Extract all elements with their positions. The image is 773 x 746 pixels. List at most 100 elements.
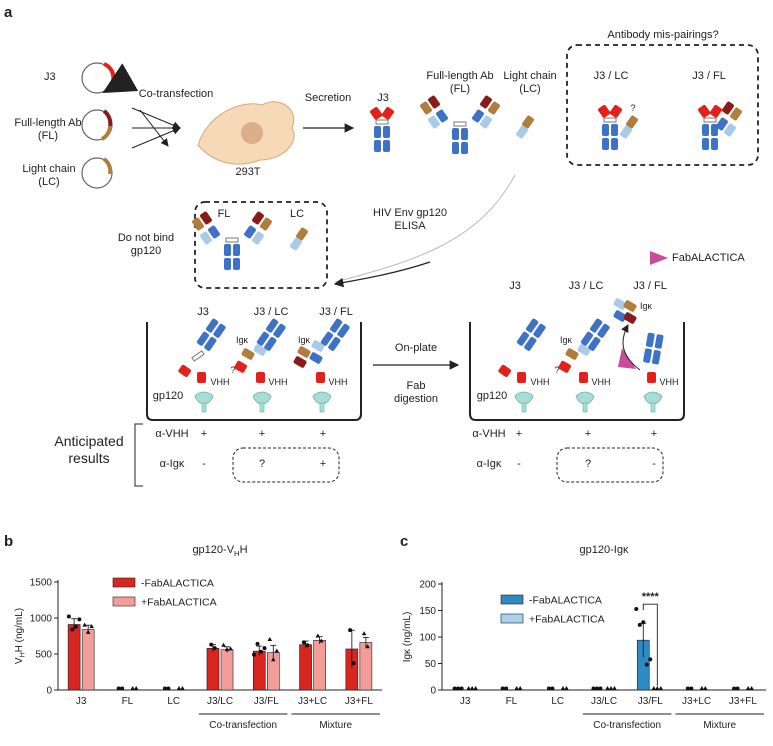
legend-label: +FabALACTICA [141, 597, 217, 609]
group-label: Co-transfection [209, 720, 277, 731]
data-point [658, 686, 664, 690]
data-point [605, 686, 610, 690]
light-chain-icon [515, 114, 535, 140]
y-axis-label: VHH (ng/mL) [14, 608, 27, 664]
plate1-j3fl-icon [293, 318, 350, 413]
data-point [224, 647, 230, 652]
plasmid-lc-label: Light chain (LC) [22, 163, 76, 188]
plate1-vhh-2: VHH [268, 377, 288, 387]
data-point [655, 686, 660, 690]
panel-letter-a: a [4, 4, 13, 21]
fab-protease-icon [650, 251, 668, 265]
mispair-j3lc-icon [598, 105, 638, 150]
plate2-q: ? [554, 365, 560, 375]
y-tick-label: 1000 [30, 614, 53, 625]
legend-swatch [500, 613, 524, 624]
data-point [166, 686, 171, 691]
data-point [641, 620, 646, 625]
data-point [456, 686, 461, 691]
right-vhh-j3fl: + [650, 428, 658, 440]
data-point [598, 686, 603, 691]
do-not-bind-label: Do not bind gp120 [117, 232, 175, 257]
right-row-vhh: α-VHH [472, 428, 506, 440]
data-point [732, 686, 737, 691]
plate2-igk-1: Igκ [559, 335, 572, 345]
data-point [73, 624, 78, 629]
data-point [685, 686, 690, 691]
elisa-label: HIV Env gp120 ELISA [373, 207, 447, 232]
plate-left [146, 322, 362, 421]
right-igk-j3lc: ? [584, 458, 592, 470]
fab-digestion-label: Fab digestion [393, 380, 439, 405]
x-tick-label: J3/LC [591, 696, 617, 707]
left-result-box [232, 447, 340, 483]
right-igk-j3: - [517, 458, 521, 470]
data-point [608, 686, 614, 690]
y-tick-label: 0 [46, 686, 52, 697]
data-point [66, 614, 71, 619]
data-point [361, 631, 367, 636]
data-point [612, 686, 617, 690]
chart-title: gp120-VHH [192, 544, 247, 558]
mispair-j3lc-label: J3 / LC [593, 70, 629, 82]
ab-lc-label: Light chain (LC) [503, 70, 557, 95]
x-tick-label: J3/FL [638, 696, 663, 707]
plate2-gp120: gp120 [476, 390, 508, 402]
data-point [546, 686, 551, 691]
plate1-q: ? [230, 365, 236, 375]
data-point [351, 661, 356, 666]
data-point [262, 646, 267, 651]
left-igk-j3fl: + [319, 458, 327, 470]
x-tick-label: J3+FL [345, 696, 374, 707]
x-tick-label: J3+LC [298, 696, 327, 707]
secretion-label: Secretion [304, 92, 352, 104]
data-point [267, 637, 273, 642]
chart-title: gp120-Igκ [580, 544, 629, 556]
left-igk-j3lc: ? [258, 458, 266, 470]
data-point [221, 642, 226, 647]
data-point [89, 624, 94, 629]
y-tick-label: 0 [430, 686, 436, 697]
data-point [274, 648, 280, 653]
plate2-label-j3lc: J3 / LC [568, 280, 604, 292]
y-tick-label: 500 [35, 650, 52, 661]
data-point [255, 641, 260, 646]
bar [206, 647, 220, 691]
y-tick-label: 1500 [30, 578, 53, 589]
right-vhh-j3lc: + [584, 428, 592, 440]
left-vhh-j3: + [200, 428, 208, 440]
data-point [469, 686, 475, 690]
bar [252, 650, 266, 691]
data-point [301, 640, 306, 645]
plate2-label-j3: J3 [509, 280, 521, 292]
data-point [348, 628, 353, 633]
data-point [212, 646, 217, 651]
right-row-igk: α-Igκ [476, 458, 502, 470]
data-point [130, 686, 135, 690]
plate2-label-j3fl: J3 / FL [633, 280, 667, 292]
plate1-gp120: gp120 [152, 390, 184, 402]
group-label: Co-transfection [593, 720, 661, 731]
panel-letter-b: b [4, 533, 14, 550]
bar [313, 640, 326, 691]
x-tick-label: J3+FL [729, 696, 758, 707]
x-tick-label: J3 [460, 696, 471, 707]
plasmid-fl-label: Full-length Ab (FL) [14, 117, 82, 142]
ab-fl-label: Full-length Ab (FL) [426, 70, 494, 95]
data-point [82, 622, 87, 627]
data-point [517, 686, 523, 690]
mispair-question: ? [630, 103, 636, 113]
significance-bracket [642, 603, 658, 686]
data-point [228, 646, 233, 651]
data-point [466, 686, 471, 690]
data-point [634, 607, 639, 611]
plate1-vhh-1: VHH [210, 377, 230, 387]
data-point [176, 686, 182, 690]
bar [67, 624, 81, 691]
plate1-igk-1: Igκ [235, 335, 248, 345]
data-point [514, 686, 519, 690]
bar [299, 644, 312, 691]
bar [359, 642, 373, 691]
fab-legend-label: FabALACTICA [672, 252, 745, 264]
data-point [459, 686, 464, 691]
